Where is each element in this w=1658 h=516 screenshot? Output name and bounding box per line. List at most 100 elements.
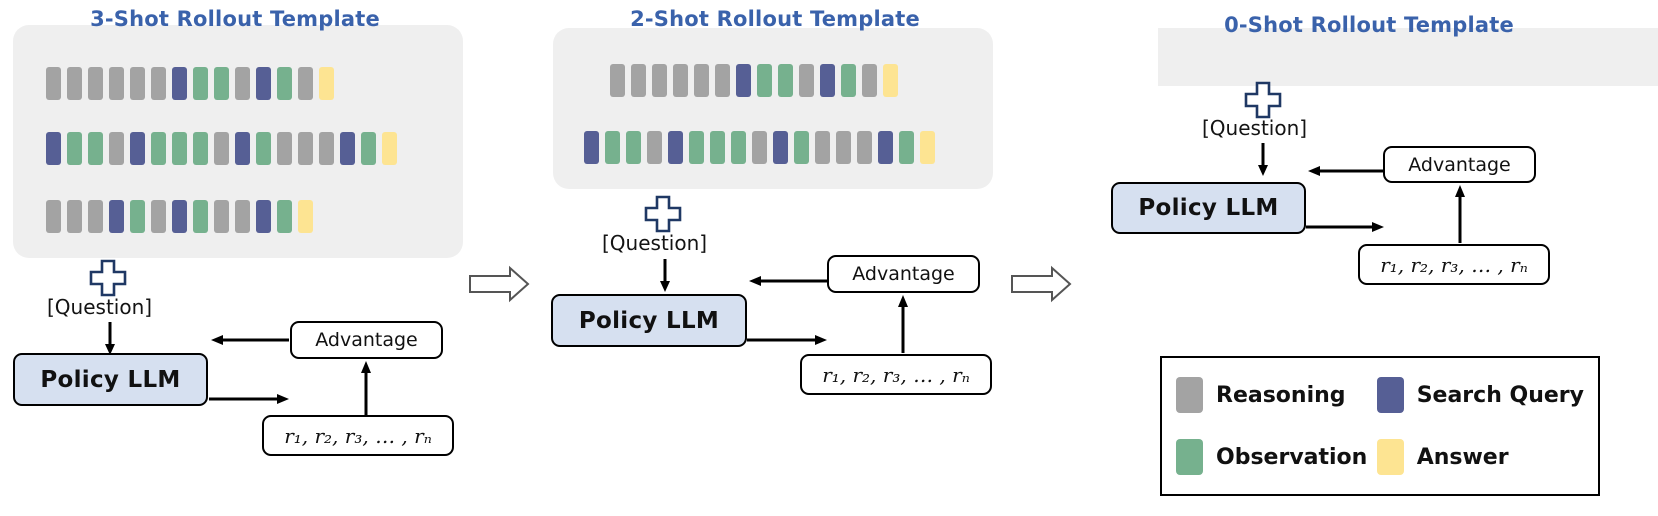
token-observation: [605, 131, 620, 164]
token-answer: [319, 67, 334, 100]
token-row: [584, 131, 935, 164]
legend-swatch-search-query: [1376, 377, 1404, 413]
token-observation: [710, 131, 725, 164]
token-answer: [382, 132, 397, 165]
legend-item-answer: Answer: [1376, 439, 1584, 475]
token-search: [172, 200, 187, 233]
arrow-policy-to-rewards: [209, 394, 289, 404]
token-observation: [277, 67, 292, 100]
token-reasoning: [88, 200, 103, 233]
token-reasoning: [610, 64, 625, 97]
token-search: [584, 131, 599, 164]
panel-title-zero-shot: 0-Shot Rollout Template: [1224, 13, 1514, 37]
token-observation: [130, 200, 145, 233]
token-observation: [689, 131, 704, 164]
token-observation: [778, 64, 793, 97]
token-observation: [193, 200, 208, 233]
advantage-box[interactable]: Advantage: [827, 255, 980, 293]
rewards-box[interactable]: r₁, r₂, r₃, … , rₙ: [800, 354, 992, 395]
token-row: [46, 132, 397, 165]
rewards-box[interactable]: r₁, r₂, r₃, … , rₙ: [262, 415, 454, 456]
arrow-rewards-to-advantage: [1455, 185, 1465, 243]
panel-zero-shot: 0-Shot Rollout Template [Question] Polic…: [1080, 0, 1658, 516]
token-observation: [193, 132, 208, 165]
token-search: [256, 200, 271, 233]
token-reasoning: [88, 67, 103, 100]
token-reasoning: [109, 67, 124, 100]
token-search: [878, 131, 893, 164]
token-search: [773, 131, 788, 164]
legend: Reasoning Search Query Observation Answe…: [1160, 356, 1600, 496]
rollout-token-card-two-shot: [553, 28, 993, 189]
arrow-panel2-to-panel3: [1010, 265, 1072, 307]
token-row: [46, 67, 334, 100]
legend-label-answer: Answer: [1416, 444, 1509, 470]
token-search: [235, 132, 250, 165]
plus-icon: [87, 257, 129, 299]
token-observation: [67, 132, 82, 165]
legend-swatch-answer: [1376, 439, 1404, 475]
legend-item-reasoning: Reasoning: [1176, 377, 1377, 413]
question-label: [Question]: [47, 295, 153, 319]
token-observation: [88, 132, 103, 165]
token-search: [668, 131, 683, 164]
plus-icon: [1242, 79, 1284, 121]
panel-title-three-shot: 3-Shot Rollout Template: [90, 7, 380, 31]
token-reasoning: [799, 64, 814, 97]
panel-two-shot: 2-Shot Rollout Template [Question] Polic…: [540, 0, 1010, 516]
token-observation: [277, 200, 292, 233]
rewards-box[interactable]: r₁, r₂, r₃, … , rₙ: [1358, 244, 1550, 285]
legend-swatch-observation: [1176, 439, 1203, 475]
legend-swatch-reasoning: [1176, 377, 1203, 413]
arrow-question-to-policy: [105, 322, 115, 355]
policy-llm-box[interactable]: Policy LLM: [1111, 182, 1306, 234]
token-reasoning: [214, 200, 229, 233]
panel-title-two-shot: 2-Shot Rollout Template: [630, 7, 920, 31]
token-reasoning: [235, 67, 250, 100]
token-reasoning: [298, 67, 313, 100]
token-reasoning: [652, 64, 667, 97]
token-search: [109, 200, 124, 233]
token-observation: [151, 132, 166, 165]
arrow-advantage-to-policy: [1308, 166, 1384, 176]
token-reasoning: [277, 132, 292, 165]
token-reasoning: [319, 132, 334, 165]
legend-label-search-query: Search Query: [1416, 382, 1584, 408]
token-observation: [214, 67, 229, 100]
token-reasoning: [151, 67, 166, 100]
token-reasoning: [694, 64, 709, 97]
token-search: [340, 132, 355, 165]
legend-label-observation: Observation: [1216, 444, 1368, 470]
arrow-policy-to-rewards: [747, 335, 827, 345]
token-observation: [361, 132, 376, 165]
question-label: [Question]: [602, 231, 708, 255]
token-reasoning: [836, 131, 851, 164]
arrow-panel1-to-panel2: [468, 265, 530, 307]
token-search: [820, 64, 835, 97]
token-reasoning: [67, 200, 82, 233]
arrow-advantage-to-policy: [749, 276, 827, 286]
token-observation: [794, 131, 809, 164]
token-row: [46, 200, 313, 233]
token-reasoning: [857, 131, 872, 164]
legend-item-search-query: Search Query: [1376, 377, 1584, 413]
token-search: [256, 67, 271, 100]
token-reasoning: [715, 64, 730, 97]
token-observation: [731, 131, 746, 164]
token-reasoning: [673, 64, 688, 97]
advantage-box[interactable]: Advantage: [1383, 146, 1536, 183]
arrow-question-to-policy: [660, 259, 670, 292]
token-search: [172, 67, 187, 100]
arrow-advantage-to-policy: [211, 335, 289, 345]
policy-llm-box[interactable]: Policy LLM: [13, 353, 208, 406]
token-reasoning: [109, 132, 124, 165]
plus-icon: [642, 193, 684, 235]
token-answer: [920, 131, 935, 164]
token-reasoning: [647, 131, 662, 164]
policy-llm-box[interactable]: Policy LLM: [551, 294, 747, 347]
token-reasoning: [235, 200, 250, 233]
token-reasoning: [67, 67, 82, 100]
token-reasoning: [298, 132, 313, 165]
token-observation: [256, 132, 271, 165]
advantage-box[interactable]: Advantage: [290, 321, 443, 359]
